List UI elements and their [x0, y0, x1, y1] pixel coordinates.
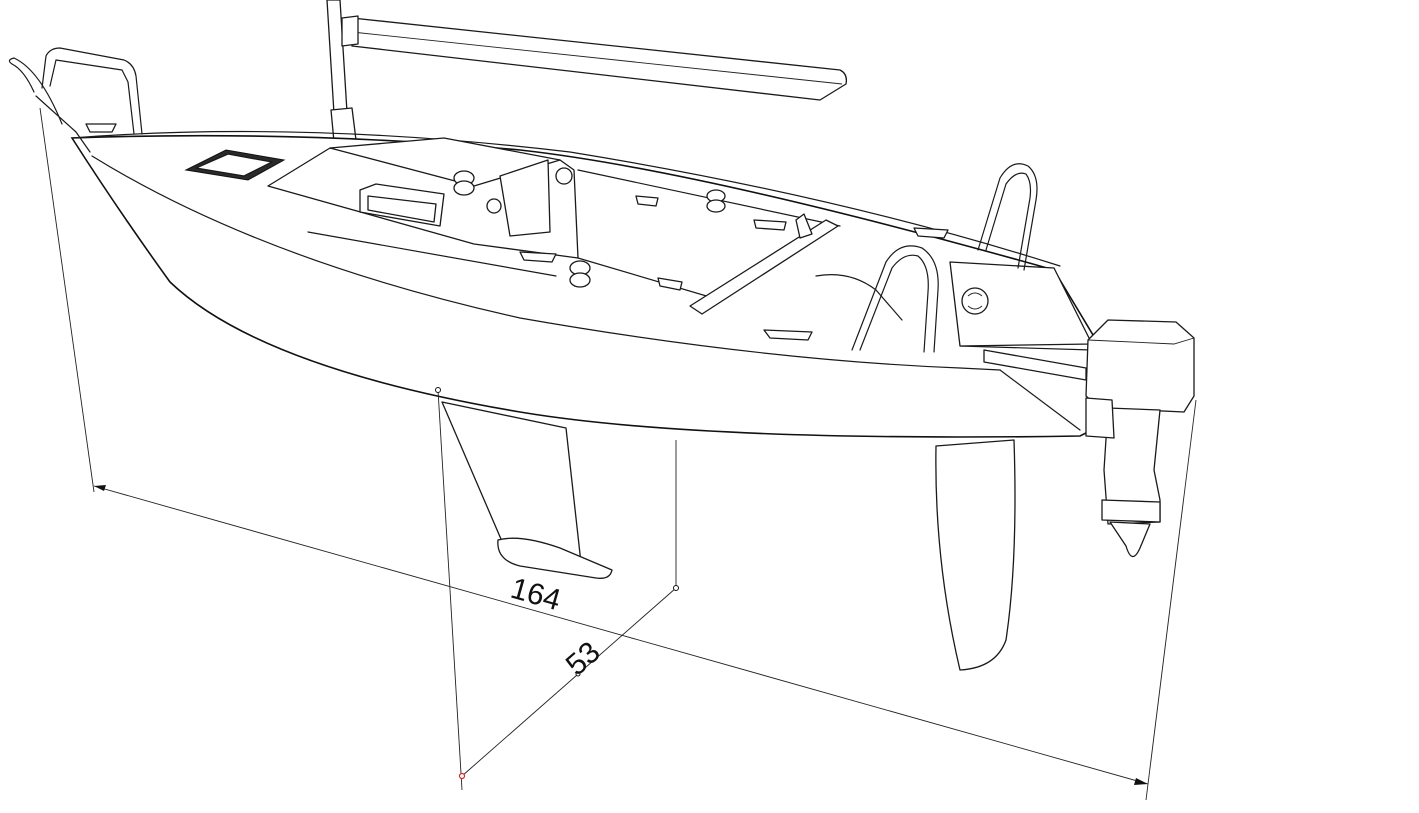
outboard-motor: [983, 319, 1195, 558]
cleat-6: [635, 195, 659, 207]
stern-pulpit-lower: [815, 245, 939, 353]
rudder: [935, 439, 1016, 671]
deck-hatch: [184, 149, 286, 181]
cleat-1: [519, 251, 557, 263]
cleat-4: [763, 329, 813, 341]
winch-right: [569, 260, 591, 288]
stern-pulpit-upper: [977, 163, 1038, 271]
arrowhead-left: [94, 485, 106, 491]
dimension-label-53: 53: [560, 635, 607, 682]
keel-reference-point-right: [673, 585, 679, 591]
cleat-2: [657, 277, 683, 291]
arrowhead-right: [1134, 778, 1148, 785]
cleat-3: [753, 219, 787, 231]
cleat-5: [913, 227, 949, 239]
keel-reference-point-bottom: [458, 772, 466, 780]
cleat-7: [85, 123, 117, 133]
dimension-midpoint: [575, 671, 581, 677]
keel: [441, 401, 613, 579]
cabin: [267, 137, 579, 259]
boom: [341, 15, 848, 101]
traveler-track: [689, 213, 839, 315]
winch-left: [453, 170, 475, 196]
winch-cockpit: [706, 189, 726, 213]
dimension-label-164: 164: [507, 572, 564, 617]
keel-reference-point-top: [435, 387, 441, 393]
bow-pulpit: [8, 47, 143, 153]
